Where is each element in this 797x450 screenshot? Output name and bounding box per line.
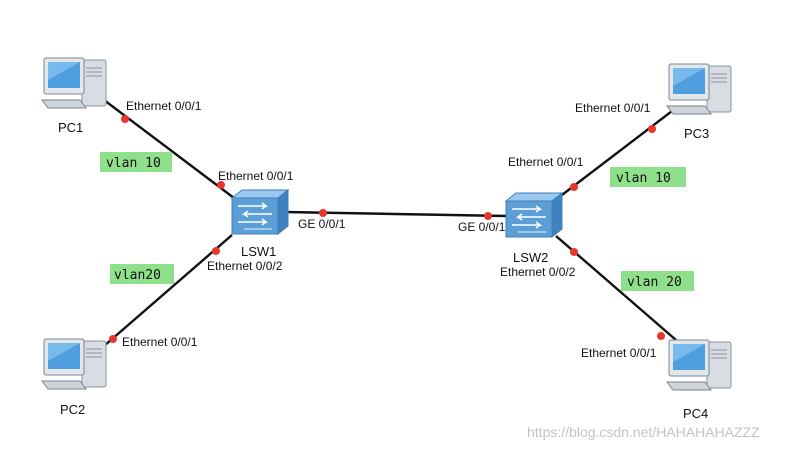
vlan-tag-text: vlan20	[114, 268, 161, 283]
port-dot-pc1	[121, 115, 129, 123]
vlan-tag-text: vlan 10	[106, 156, 161, 171]
port-label-lsw1-e001: Ethernet 0/0/1	[218, 169, 294, 183]
pc3-label: PC3	[684, 126, 709, 141]
port-label-lsw2-e002: Ethernet 0/0/2	[500, 265, 576, 279]
port-label-lsw1-e002: Ethernet 0/0/2	[207, 259, 283, 273]
pc-icon	[41, 57, 107, 109]
pc-icon	[666, 339, 732, 391]
lsw2-label: LSW2	[513, 250, 548, 265]
pc-icon	[41, 338, 107, 390]
port-label-pc4: Ethernet 0/0/1	[581, 346, 657, 360]
pc1-label: PC1	[58, 120, 83, 135]
lsw2[interactable]: LSW2	[505, 192, 563, 265]
port-dot-lsw1-e002	[212, 247, 220, 255]
port-dot-lsw2-e002	[570, 248, 578, 256]
vlan-tag-pc1: vlan 10	[100, 152, 172, 172]
link-pc1-lsw1	[103, 99, 235, 199]
port-label-lsw1-ge: GE 0/0/1	[298, 217, 346, 231]
pc3[interactable]: PC3	[666, 63, 732, 141]
port-dot-pc4	[657, 332, 665, 340]
pc4-label: PC4	[683, 406, 708, 421]
vlan-tag-text: vlan 10	[616, 171, 671, 186]
port-label-lsw2-ge: GE 0/0/1	[458, 220, 506, 234]
link-lsw1-lsw2	[284, 210, 507, 218]
port-dot-lsw2-e001	[570, 183, 578, 191]
port-label-pc3: Ethernet 0/0/1	[575, 101, 651, 115]
switch-icon	[231, 189, 289, 235]
port-dot-pc2	[109, 335, 117, 343]
port-dot-lsw2-ge	[484, 212, 492, 220]
port-label-pc1: Ethernet 0/0/1	[126, 99, 202, 113]
port-dot-lsw1-e001	[217, 181, 225, 189]
vlan-tag-text: vlan 20	[627, 275, 682, 290]
pc1[interactable]: PC1	[41, 57, 107, 135]
port-dot-pc3	[648, 125, 656, 133]
pc4[interactable]: PC4	[666, 339, 732, 421]
link-pc3-lsw2	[557, 107, 677, 199]
link-pc2-lsw1	[103, 234, 233, 347]
pc2-label: PC2	[60, 402, 85, 417]
vlan-tag-pc4: vlan 20	[621, 271, 694, 291]
vlan-tag-pc3: vlan 10	[610, 167, 686, 187]
port-label-pc2: Ethernet 0/0/1	[122, 335, 198, 349]
lsw1[interactable]: LSW1	[231, 189, 289, 259]
pc2[interactable]: PC2	[41, 338, 107, 417]
pc-icon	[666, 63, 732, 115]
switch-icon	[505, 192, 563, 238]
lsw1-label: LSW1	[241, 244, 276, 259]
vlan-tag-pc2: vlan20	[110, 264, 174, 284]
port-dot-lsw1-ge	[319, 209, 327, 217]
port-label-lsw2-e001: Ethernet 0/0/1	[508, 155, 584, 169]
watermark-text: https://blog.csdn.net/HAHAHAHAZZZ	[527, 424, 760, 440]
